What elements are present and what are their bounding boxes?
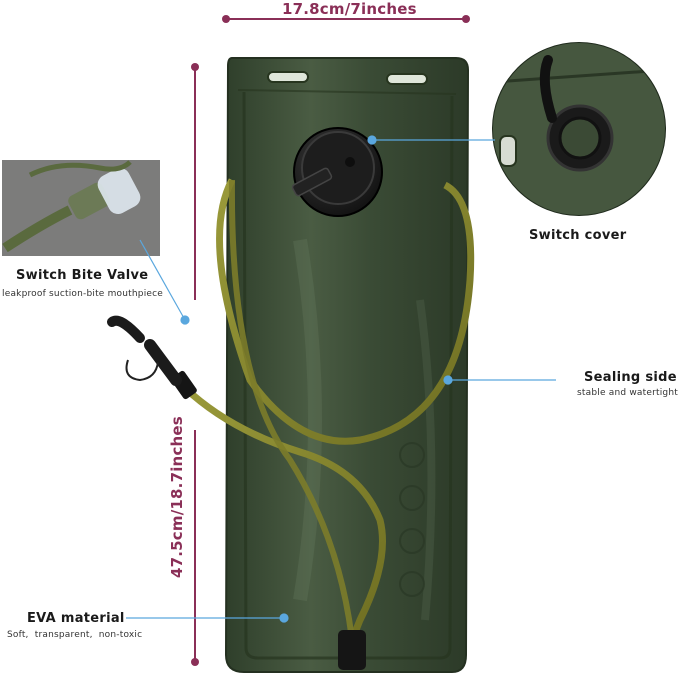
width-dimension-line xyxy=(222,15,470,23)
screw-cap xyxy=(291,127,383,217)
width-dimension-label: 17.8cm/7inches xyxy=(282,0,417,18)
eva-material-title: EVA material xyxy=(27,611,125,626)
tube-bite-valve xyxy=(107,315,197,400)
drinking-tube xyxy=(107,178,475,670)
bladder-bag xyxy=(224,57,470,673)
switch-cover-inset-photo xyxy=(492,42,666,216)
eva-material-subtitle: Soft, transparent, non-toxic xyxy=(7,630,143,640)
hanging-slot-right xyxy=(386,73,428,85)
bite-valve-title: Switch Bite Valve xyxy=(16,268,149,283)
leader-lines xyxy=(126,135,556,623)
bite-valve-subtitle: leakproof suction-bite mouthpiece xyxy=(2,289,164,299)
hanging-slot-left xyxy=(267,71,309,83)
sealing-side-title: Sealing side xyxy=(584,370,677,385)
sealing-side-subtitle: stable and watertight xyxy=(577,388,678,398)
bite-valve-inset-photo xyxy=(2,160,160,256)
height-dimension-label: 47.5cm/18.7inches xyxy=(168,416,186,578)
height-dimension-line xyxy=(191,63,199,666)
switch-cover-title: Switch cover xyxy=(529,228,627,243)
